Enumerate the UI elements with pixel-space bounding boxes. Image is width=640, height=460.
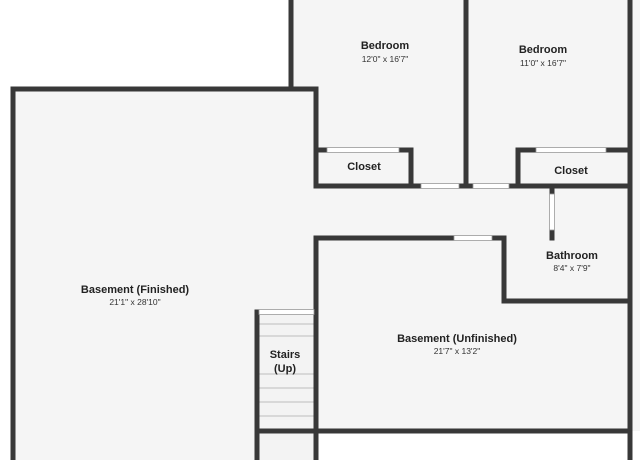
hallway-floor [316, 186, 640, 238]
bathroom-dims: 8'4" x 7'9" [553, 263, 590, 273]
basement-finished-name: Basement (Finished) [81, 284, 190, 296]
openings [258, 147, 607, 315]
basement-unfinished-floor [316, 238, 640, 431]
basement-finished-dims: 21'1" x 28'10" [109, 297, 160, 307]
bedroom-left-doorway [420, 183, 460, 189]
bedroom-left-floor [291, 0, 465, 186]
stairs-floor [257, 312, 316, 460]
bedroom-left-name: Bedroom [361, 40, 410, 52]
room-labels: Bedroom 12'0" x 16'7" Bedroom 11'0" x 16… [81, 40, 598, 375]
stairs-top-opening [258, 309, 315, 315]
bedroom-right-dims: 11'0" x 16'7" [520, 58, 566, 68]
floor-fills [13, 0, 640, 460]
basement-unfinished-name: Basement (Unfinished) [397, 333, 517, 345]
bedroom-right-doorway [472, 183, 510, 189]
bathroom-doorway [549, 193, 555, 231]
bedroom-left-dims: 12'0" x 16'7" [362, 54, 409, 64]
closet-left-opening [326, 147, 400, 153]
closet-right-name: Closet [554, 165, 588, 177]
bedroom-right-name: Bedroom [519, 44, 568, 56]
bedroom-right-floor [467, 0, 640, 186]
closet-right-opening [535, 147, 607, 153]
bathroom-name: Bathroom [546, 250, 598, 262]
stairs-label-line2: (Up) [274, 363, 296, 375]
closet-left-name: Closet [347, 161, 381, 173]
stairs-label-line1: Stairs [270, 349, 301, 361]
stair-treads [259, 323, 314, 431]
basement-unfinished-dims: 21'7" x 13'2" [434, 346, 481, 356]
unfinished-doorway [453, 235, 493, 241]
